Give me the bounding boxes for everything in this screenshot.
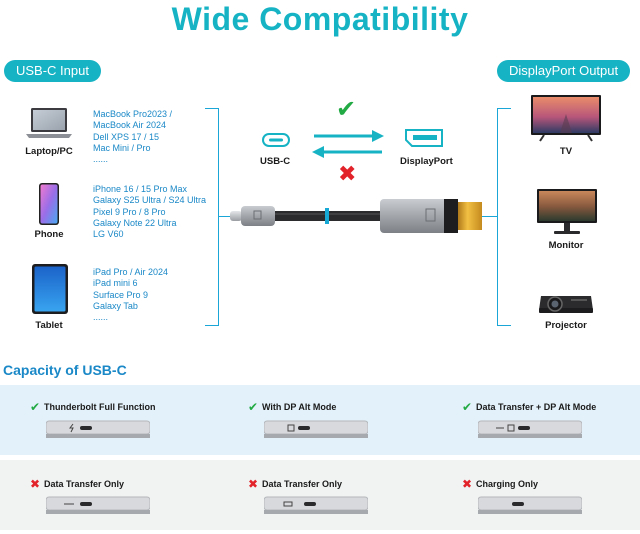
- monitor-label: Monitor: [548, 240, 584, 251]
- model-item: Galaxy Note 22 Ultra: [93, 217, 177, 228]
- capacity-item: ✖Data Transfer Only: [30, 477, 125, 491]
- model-item: LG V60: [93, 229, 124, 240]
- unsupported-band: [0, 460, 640, 530]
- laptop-icon: [26, 108, 72, 138]
- output-bracket: [497, 108, 511, 326]
- cross-icon: ✖: [462, 477, 473, 491]
- usb-c-label: USB-C: [260, 156, 291, 167]
- check-icon: ✔: [462, 400, 473, 414]
- output-bracket-stem: [476, 216, 497, 217]
- capacity-item: ✔Thunderbolt Full Function: [30, 400, 156, 414]
- phone-models: iPhone 16 / 15 Pro Max Galaxy S25 Ultra …: [93, 184, 206, 240]
- cross-icon: ✖: [30, 477, 41, 491]
- capacity-item: ✔Data Transfer + DP Alt Mode: [462, 400, 597, 414]
- model-item: MacBook Pro2023 /: [93, 109, 173, 119]
- model-item: Mac Mini / Pro: [93, 142, 151, 153]
- phone-label: Phone: [34, 229, 64, 240]
- capacity-item: ✔With DP Alt Mode: [248, 400, 337, 414]
- capacity-item: ✖Data Transfer Only: [248, 477, 343, 491]
- model-item: Dell XPS 17 / 15: [93, 131, 160, 142]
- cross-icon: ✖: [338, 161, 357, 186]
- laptop-port-dp-alt-icon: [264, 420, 368, 438]
- projector-label: Projector: [545, 320, 587, 331]
- tablet-label: Tablet: [35, 320, 63, 331]
- displayport-label: DisplayPort: [400, 156, 453, 167]
- tablet-models: iPad Pro / Air 2024 iPad mini 6 Surface …: [93, 267, 168, 323]
- tv-icon: [531, 95, 601, 142]
- monitor-icon: [537, 189, 597, 234]
- model-item: iPad Pro / Air 2024: [93, 267, 169, 277]
- laptop-port-data-only-2-icon: [264, 496, 368, 514]
- displayport-port-icon: [405, 129, 443, 147]
- model-item: MacBook Air 2024: [93, 120, 167, 131]
- laptop-port-data-only-icon: [46, 496, 150, 514]
- laptop-models: MacBook Pro2023 / MacBook Air 2024 Dell …: [93, 109, 172, 165]
- model-item: Surface Pro 9: [93, 289, 149, 300]
- cross-icon: ✖: [248, 477, 259, 491]
- model-item: iPad mini 6: [93, 278, 138, 289]
- capacity-item: ✖Charging Only: [462, 477, 539, 491]
- direction-arrows: [312, 130, 384, 158]
- capacity-title: Capacity of USB-C: [3, 362, 127, 378]
- model-item: Pixel 9 Pro / 8 Pro: [93, 206, 166, 217]
- projector-icon: [539, 296, 593, 313]
- laptop-label: Laptop/PC: [25, 146, 73, 157]
- model-item: Galaxy Tab: [93, 300, 138, 311]
- input-bracket-stem: [219, 216, 233, 217]
- input-bracket: [205, 108, 219, 326]
- tablet-icon: [32, 264, 68, 314]
- usb-c-port-icon: [262, 133, 290, 147]
- tv-label: TV: [559, 146, 573, 157]
- model-item: ......: [93, 154, 109, 165]
- check-icon: ✔: [248, 400, 259, 414]
- page-title: Wide Compatibility: [171, 1, 469, 37]
- displayport-output-pill: DisplayPort Output: [497, 60, 631, 82]
- usb-c-input-pill: USB-C Input: [4, 60, 101, 82]
- laptop-port-data-dp-icon: [478, 420, 582, 438]
- phone-icon: [39, 183, 59, 225]
- check-icon: ✔: [336, 96, 357, 123]
- laptop-port-charging-only-icon: [478, 496, 582, 514]
- laptop-port-thunderbolt-icon: [46, 420, 150, 438]
- model-item: ......: [93, 312, 109, 323]
- check-icon: ✔: [30, 400, 41, 414]
- model-item: iPhone 16 / 15 Pro Max: [93, 184, 188, 194]
- usb-c-to-dp-cable: [230, 199, 482, 233]
- supported-band: [0, 385, 640, 455]
- model-item: Galaxy S25 Ultra / S24 Ultra: [93, 195, 207, 206]
